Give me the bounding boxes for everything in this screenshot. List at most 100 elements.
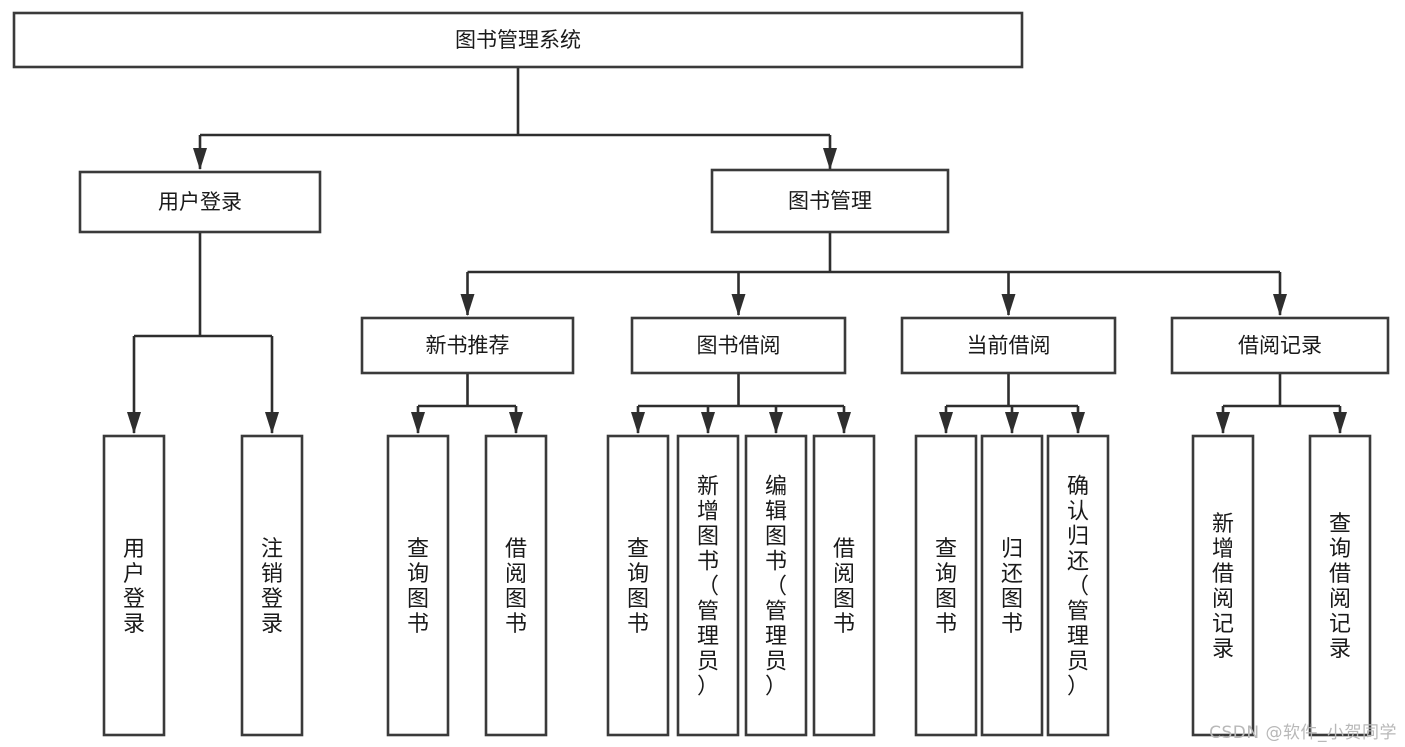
node-current-borrow[interactable]: 当前借阅: [900, 316, 1117, 375]
node-leaf-query-book-3-box[interactable]: [914, 434, 978, 737]
arrow-head-icon: [193, 148, 207, 170]
svg-text:员: 员: [697, 650, 719, 675]
svg-text:管: 管: [1067, 600, 1089, 625]
node-new-book-recommend[interactable]: 新书推荐: [360, 316, 575, 375]
svg-text:阅: 阅: [1212, 587, 1234, 612]
node-leaf-add-book-box[interactable]: [676, 434, 740, 737]
node-leaf-query-book-2-box[interactable]: [606, 434, 670, 737]
node-current-borrow-box[interactable]: [900, 316, 1117, 375]
svg-text:查: 查: [627, 537, 649, 562]
node-leaf-borrow-book-1-box[interactable]: [484, 434, 548, 737]
node-leaf-confirm-return-box[interactable]: [1046, 434, 1110, 737]
node-leaf-user-login-label: 用户登录: [123, 537, 145, 637]
arrow-head-icon: [1216, 412, 1230, 434]
svg-text:）: ）: [697, 675, 719, 700]
svg-text:（: （: [765, 575, 787, 600]
node-leaf-return-book-box[interactable]: [980, 434, 1044, 737]
node-leaf-logout-login-box[interactable]: [240, 434, 304, 737]
node-book-manage[interactable]: 图书管理: [710, 168, 950, 234]
node-leaf-user-login[interactable]: 用户登录: [102, 434, 166, 737]
node-new-book-recommend-label: 新书推荐: [426, 334, 510, 358]
svg-text:管: 管: [697, 600, 719, 625]
node-user-login-box[interactable]: [78, 170, 322, 234]
node-borrow-record[interactable]: 借阅记录: [1170, 316, 1390, 375]
svg-text:还: 还: [1067, 550, 1089, 575]
svg-text:编: 编: [765, 475, 787, 500]
node-new-book-recommend-box[interactable]: [360, 316, 575, 375]
node-user-login[interactable]: 用户登录: [78, 170, 322, 234]
svg-text:查: 查: [407, 537, 429, 562]
arrow-head-icon: [1001, 294, 1016, 316]
svg-text:查: 查: [1329, 512, 1351, 537]
svg-text:还: 还: [1001, 562, 1023, 587]
svg-text:记: 记: [1329, 612, 1351, 637]
svg-text:图: 图: [765, 525, 787, 550]
svg-text:图: 图: [833, 587, 855, 612]
svg-text:图: 图: [935, 587, 957, 612]
svg-text:借: 借: [833, 537, 855, 562]
svg-text:增: 增: [1212, 537, 1234, 562]
svg-text:书: 书: [833, 612, 855, 637]
svg-text:阅: 阅: [505, 562, 527, 587]
svg-text:记: 记: [1212, 612, 1234, 637]
svg-text:书: 书: [505, 612, 527, 637]
node-leaf-borrow-book-2-box[interactable]: [812, 434, 876, 737]
svg-text:询: 询: [407, 562, 429, 587]
svg-text:书: 书: [765, 550, 787, 575]
node-book-borrow-box[interactable]: [630, 316, 847, 375]
svg-text:书: 书: [1001, 612, 1023, 637]
svg-text:销: 销: [261, 562, 283, 587]
svg-text:）: ）: [1067, 675, 1089, 700]
svg-text:阅: 阅: [1329, 587, 1351, 612]
node-leaf-user-login-box[interactable]: [102, 434, 166, 737]
node-book-borrow-label: 图书借阅: [697, 334, 781, 358]
svg-text:（: （: [1067, 575, 1089, 600]
svg-text:辑: 辑: [765, 500, 787, 525]
svg-text:图: 图: [505, 587, 527, 612]
arrow-head-icon: [509, 412, 523, 434]
node-root-book-management-system-box[interactable]: [12, 11, 1024, 69]
node-book-manage-box[interactable]: [710, 168, 950, 234]
svg-text:询: 询: [1329, 537, 1351, 562]
svg-text:确: 确: [1067, 475, 1089, 500]
svg-text:员: 员: [765, 650, 787, 675]
arrow-head-icon: [939, 412, 953, 434]
svg-text:员: 员: [1067, 650, 1089, 675]
svg-text:录: 录: [123, 612, 145, 637]
node-root-book-management-system-label: 图书管理系统: [455, 28, 581, 52]
arrow-head-icon: [837, 412, 851, 434]
svg-text:书: 书: [697, 550, 719, 575]
arrow-head-icon: [769, 412, 783, 434]
node-borrow-record-box[interactable]: [1170, 316, 1390, 375]
node-leaf-query-book-1-box[interactable]: [386, 434, 450, 737]
node-root-book-management-system[interactable]: 图书管理系统: [12, 11, 1024, 69]
svg-text:归: 归: [1067, 525, 1089, 550]
node-leaf-query-record-box[interactable]: [1308, 434, 1372, 737]
node-book-borrow[interactable]: 图书借阅: [630, 316, 847, 375]
svg-text:查: 查: [935, 537, 957, 562]
node-leaf-edit-book-box[interactable]: [744, 434, 808, 737]
node-leaf-add-record-box[interactable]: [1191, 434, 1255, 737]
arrow-head-icon: [265, 412, 279, 434]
svg-text:登: 登: [261, 587, 283, 612]
svg-text:图: 图: [1001, 587, 1023, 612]
svg-text:书: 书: [407, 612, 429, 637]
